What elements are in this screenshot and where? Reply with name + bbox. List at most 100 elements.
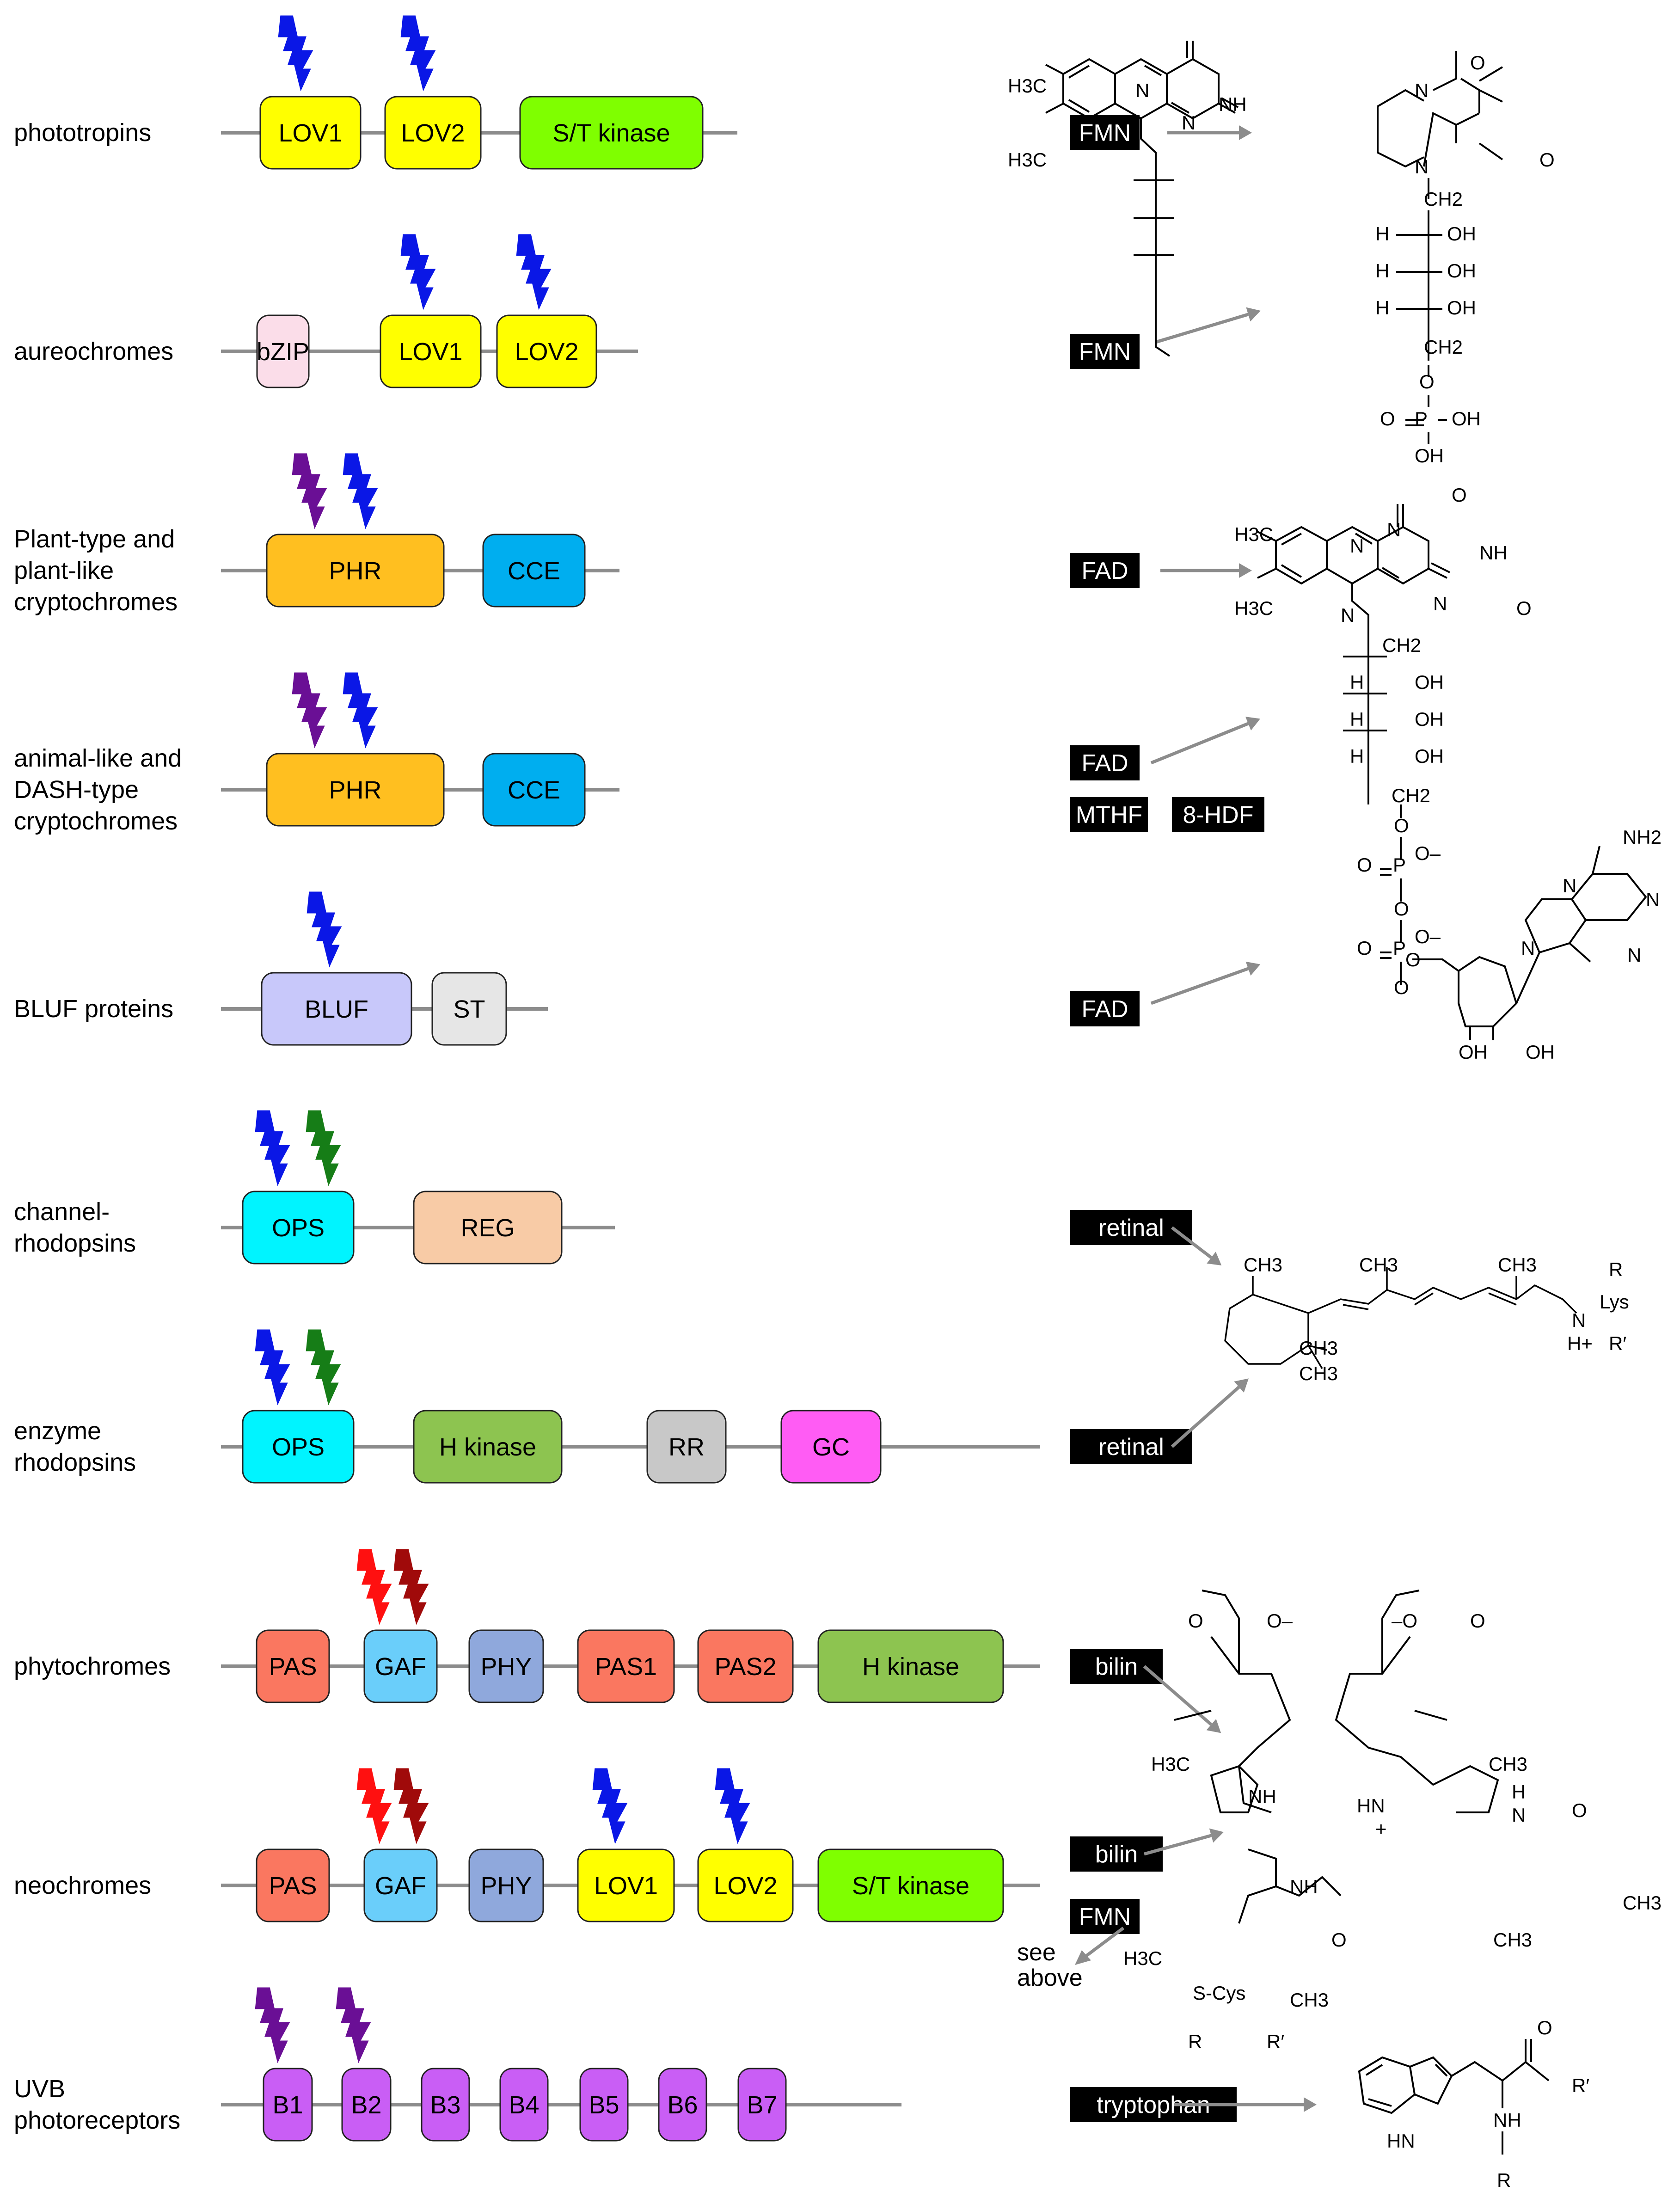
row-label: phytochromes	[14, 1652, 171, 1680]
domain-box: GAF	[363, 1848, 438, 1922]
fmn-text: OH	[1415, 445, 1444, 467]
fad-text: OH	[1459, 1041, 1488, 1063]
retinal-bonds	[1224, 1267, 1577, 1369]
fad-text: CH2	[1392, 785, 1430, 806]
light-bolt-icon	[591, 1767, 630, 1848]
light-bolt-icon	[355, 1767, 394, 1848]
domain-label: OPS	[272, 1433, 325, 1461]
bilin-text: H3C	[1123, 1947, 1162, 1969]
arrow-head-icon	[1234, 1378, 1249, 1393]
chromophore-name: FMN	[1079, 1903, 1131, 1930]
retinal-text: R′	[1609, 1332, 1626, 1354]
arrow-head-icon	[1245, 961, 1261, 976]
arrow-line	[1155, 313, 1249, 344]
light-bolt-icon	[341, 452, 380, 534]
bilin-text: HN	[1357, 1795, 1385, 1817]
chromophore-label: FMN	[1070, 115, 1140, 150]
domain-box: S/T kinase	[817, 1848, 1004, 1922]
fad-text: O–	[1415, 926, 1441, 947]
bilin-text: O–	[1267, 1610, 1293, 1632]
domain-label: LOV1	[278, 119, 342, 147]
domain-label: S/T kinase	[552, 119, 670, 147]
domain-label: LOV1	[594, 1872, 658, 1900]
domain-label: PHR	[329, 776, 381, 804]
domain-label: GAF	[375, 1653, 426, 1681]
domain-label: H kinase	[439, 1433, 536, 1461]
light-bolt-icon	[253, 1986, 293, 2068]
domain-label: B2	[351, 2091, 381, 2119]
light-bolt-icon	[392, 1767, 431, 1848]
light-bolt-icon	[253, 1109, 293, 1191]
bilin-text: O	[1331, 1929, 1347, 1951]
fad-text: O	[1394, 898, 1409, 920]
domain-label: CCE	[508, 557, 560, 585]
bilin-bonds	[1174, 1590, 1499, 1924]
domain-box: S/T kinase	[519, 96, 704, 170]
domain-box: LOV1	[259, 96, 362, 170]
chromophore-name: FMN	[1079, 338, 1131, 365]
bilin-text: O	[1188, 1610, 1203, 1632]
arrow-line	[1085, 1927, 1125, 1957]
fmn-text: O	[1419, 371, 1435, 393]
domain-label: H kinase	[862, 1653, 959, 1681]
row-label: channel-	[14, 1198, 110, 1226]
chromophore-name: FAD	[1081, 750, 1128, 777]
domain-label: RR	[668, 1433, 705, 1461]
chromophore-label: retinal	[1070, 1429, 1192, 1464]
bilin-text: CH3	[1493, 1929, 1532, 1951]
domain-box: OPS	[242, 1410, 355, 1484]
fmn-text: O	[1539, 149, 1555, 171]
domain-label: PHY	[480, 1872, 532, 1900]
arrow-head-icon	[1245, 717, 1260, 731]
retinal-text: H+	[1567, 1332, 1593, 1354]
domain-label: bZIP	[257, 338, 309, 366]
light-bolt-icon	[341, 671, 380, 753]
light-bolt-icon	[290, 452, 330, 534]
see-above-note: see	[1017, 1939, 1056, 1966]
fmn-text: H	[1375, 223, 1389, 245]
fad-text: O	[1452, 484, 1467, 506]
domain-label: BLUF	[305, 995, 368, 1023]
light-bolt-icon	[392, 1547, 431, 1629]
retinal-text: CH3	[1359, 1254, 1398, 1276]
fmn-text: OH	[1447, 297, 1476, 319]
fad-text: O	[1394, 815, 1409, 836]
row-label: cryptochromes	[14, 588, 178, 616]
chromophore-name: FAD	[1081, 996, 1128, 1023]
light-bolt-icon	[399, 233, 438, 314]
domain-box: GAF	[363, 1629, 438, 1703]
fmn-text: H	[1375, 260, 1389, 282]
fmn-text: H3C	[1008, 75, 1047, 97]
row-label: rhodopsins	[14, 1449, 136, 1476]
domain-label: PAS	[269, 1872, 317, 1900]
row-label: UVB	[14, 2075, 65, 2103]
bilin-text: S-Cys	[1193, 1982, 1245, 2004]
fmn-text: OH	[1452, 408, 1481, 430]
fmn-text: O	[1470, 52, 1485, 74]
chromophore-label: FAD	[1070, 745, 1140, 780]
row-label: animal-like and	[14, 744, 182, 772]
domain-label: PAS1	[595, 1653, 657, 1681]
fad-text: N	[1433, 593, 1447, 614]
row-label: neochromes	[14, 1872, 151, 1899]
tryptophan-text: HN	[1387, 2130, 1415, 2152]
row-label: BLUF proteins	[14, 995, 173, 1023]
domain-label: PHY	[480, 1653, 532, 1681]
fad-text: N	[1341, 604, 1355, 626]
fad-text: O	[1357, 937, 1372, 959]
domain-box: GC	[780, 1410, 882, 1484]
domain-box: PHY	[468, 1848, 544, 1922]
chromophore-name: FMN	[1079, 120, 1131, 147]
fad-text: O	[1516, 597, 1532, 619]
domain-box: PAS1	[577, 1629, 675, 1703]
fad-text: O	[1394, 976, 1409, 998]
fad-bonds	[1257, 504, 1647, 1040]
domain-label: CCE	[508, 776, 560, 804]
domain-label: S/T kinase	[852, 1872, 969, 1900]
domain-label: B6	[667, 2091, 698, 2119]
domain-box: B5	[579, 2068, 629, 2142]
light-bolt-icon	[515, 233, 554, 314]
fad-text: N	[1627, 944, 1641, 966]
bilin-text: CH3	[1623, 1892, 1662, 1914]
bilin-text: O	[1572, 1799, 1587, 1821]
